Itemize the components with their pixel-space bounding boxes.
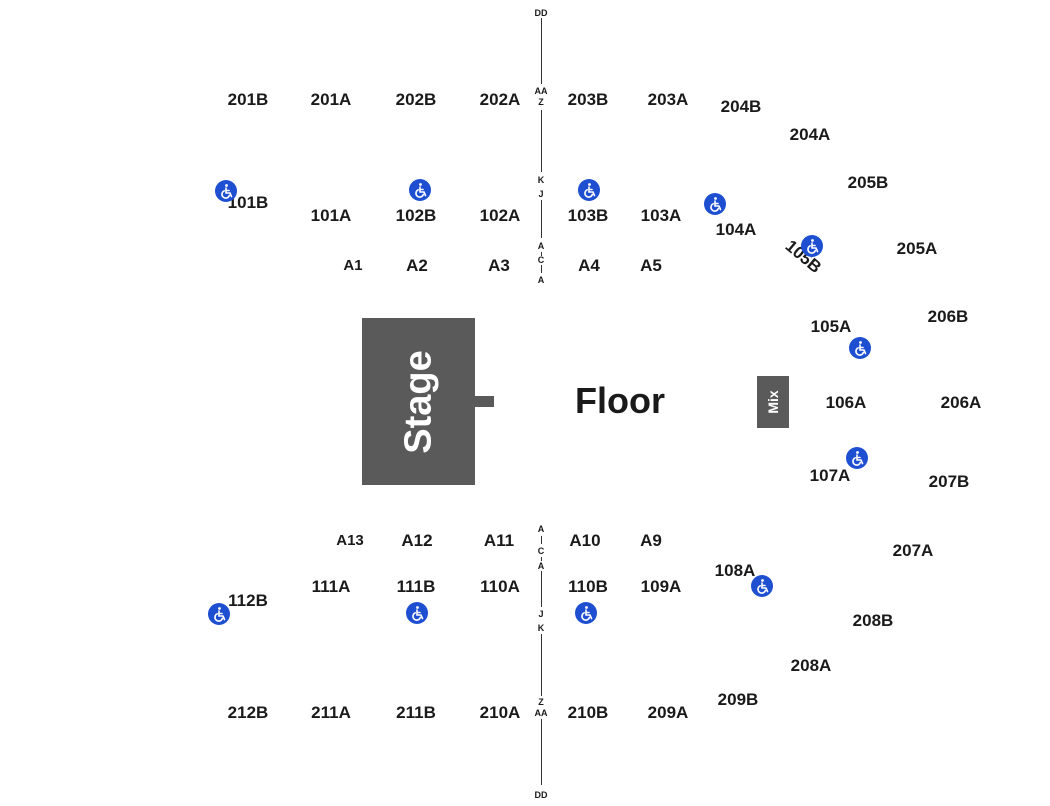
aisle-row-label: C — [537, 546, 545, 556]
wheelchair-icon — [846, 447, 868, 469]
aisle-row-label: C — [537, 255, 545, 265]
floor-section-A12[interactable]: A12 — [401, 531, 433, 550]
aisle-row-label: Z — [538, 97, 544, 107]
aisle-row-label: AA — [534, 86, 548, 96]
section-206A[interactable]: 206A — [940, 393, 982, 412]
wheelchair-icon — [751, 575, 773, 597]
section-206B[interactable]: 206B — [927, 307, 969, 326]
section-205B[interactable]: 205B — [847, 173, 889, 192]
section-209B[interactable]: 209B — [717, 690, 759, 709]
aisle-row-label: K — [537, 623, 545, 633]
mix-label: Mix — [765, 390, 781, 414]
floor-label: Floor — [575, 380, 665, 421]
aisle-line-top — [541, 265, 542, 273]
wheelchair-icon — [406, 602, 428, 624]
section-110A[interactable]: 110A — [480, 577, 520, 596]
section-210A[interactable]: 210A — [479, 703, 521, 722]
aisle-line-top — [541, 200, 542, 238]
section-201A[interactable]: 201A — [310, 90, 352, 109]
wheelchair-icon — [849, 337, 871, 359]
section-106A[interactable]: 106A — [825, 393, 867, 412]
section-211B[interactable]: 211B — [396, 703, 436, 722]
section-208A[interactable]: 208A — [790, 656, 832, 675]
floor-section-A4[interactable]: A4 — [578, 256, 600, 275]
section-101B[interactable]: 101B — [227, 193, 269, 212]
section-107A[interactable]: 107A — [809, 466, 851, 485]
wheelchair-icon — [575, 602, 597, 624]
section-109A[interactable]: 109A — [640, 577, 682, 596]
aisle-line-bottom — [541, 536, 542, 544]
floor-section-A5[interactable]: A5 — [640, 256, 662, 275]
section-207A[interactable]: 207A — [892, 541, 934, 560]
wheelchair-icon — [801, 235, 823, 257]
section-110B[interactable]: 110B — [568, 577, 608, 596]
section-209A[interactable]: 209A — [647, 703, 689, 722]
aisle-row-label: Z — [538, 697, 544, 707]
floor-section-A13[interactable]: A13 — [336, 532, 364, 549]
section-211A[interactable]: 211A — [311, 703, 351, 722]
aisle-row-label: K — [537, 175, 545, 185]
floor-section-A10[interactable]: A10 — [569, 531, 601, 550]
section-111B[interactable]: 111B — [396, 577, 436, 596]
aisle-line-bottom — [541, 634, 542, 696]
aisle-row-label: A — [537, 275, 545, 285]
aisle-line-bottom — [541, 557, 542, 561]
section-208B[interactable]: 208B — [852, 611, 894, 630]
section-207B[interactable]: 207B — [928, 472, 970, 491]
aisle-line-top — [541, 110, 542, 172]
section-212B[interactable]: 212B — [227, 703, 269, 722]
aisle-row-label: AA — [534, 708, 548, 718]
stage-thrust — [475, 396, 494, 407]
wheelchair-icon — [409, 179, 431, 201]
section-102B[interactable]: 102B — [395, 206, 437, 225]
section-201B[interactable]: 201B — [227, 90, 269, 109]
aisle-row-label: DD — [534, 8, 548, 18]
section-204B[interactable]: 204B — [720, 97, 762, 116]
aisle-row-label: J — [538, 189, 544, 199]
section-203B[interactable]: 203B — [567, 90, 609, 109]
wheelchair-icon — [208, 603, 230, 625]
section-103B[interactable]: 103B — [567, 206, 609, 225]
aisle-line-top — [541, 18, 542, 84]
section-104A[interactable]: 104A — [715, 220, 757, 239]
section-205A[interactable]: 205A — [896, 239, 938, 258]
aisle-row-label: J — [538, 609, 544, 619]
section-210B[interactable]: 210B — [567, 703, 609, 722]
floor-section-A1[interactable]: A1 — [343, 257, 363, 274]
section-111A[interactable]: 111A — [311, 577, 351, 596]
stage-block: Stage — [362, 318, 475, 485]
aisle-row-label: A — [537, 241, 545, 251]
stage-label: Stage — [397, 349, 439, 454]
floor-section-A11[interactable]: A11 — [483, 531, 515, 550]
section-202B[interactable]: 202B — [395, 90, 437, 109]
section-108A[interactable]: 108A — [714, 561, 756, 580]
aisle-row-label: A — [537, 561, 545, 571]
section-203A[interactable]: 203A — [647, 90, 689, 109]
aisle-row-label: DD — [534, 790, 548, 800]
floor-section-A9[interactable]: A9 — [640, 531, 662, 550]
wheelchair-icon — [704, 193, 726, 215]
mix-booth: Mix — [757, 376, 789, 428]
section-202A[interactable]: 202A — [479, 90, 521, 109]
aisle-line-bottom — [541, 719, 542, 785]
aisle-line-top — [541, 252, 542, 256]
wheelchair-icon — [578, 179, 600, 201]
floor-section-A2[interactable]: A2 — [406, 256, 428, 275]
section-102A[interactable]: 102A — [479, 206, 521, 225]
section-101A[interactable]: 101A — [310, 206, 352, 225]
aisle-line-bottom — [541, 571, 542, 607]
section-112B[interactable]: 112B — [228, 591, 268, 610]
aisle-row-label: A — [537, 524, 545, 534]
section-105A[interactable]: 105A — [810, 317, 852, 336]
section-204A[interactable]: 204A — [789, 125, 831, 144]
floor-section-A3[interactable]: A3 — [488, 256, 510, 275]
wheelchair-icon — [215, 180, 237, 202]
section-103A[interactable]: 103A — [640, 206, 682, 225]
